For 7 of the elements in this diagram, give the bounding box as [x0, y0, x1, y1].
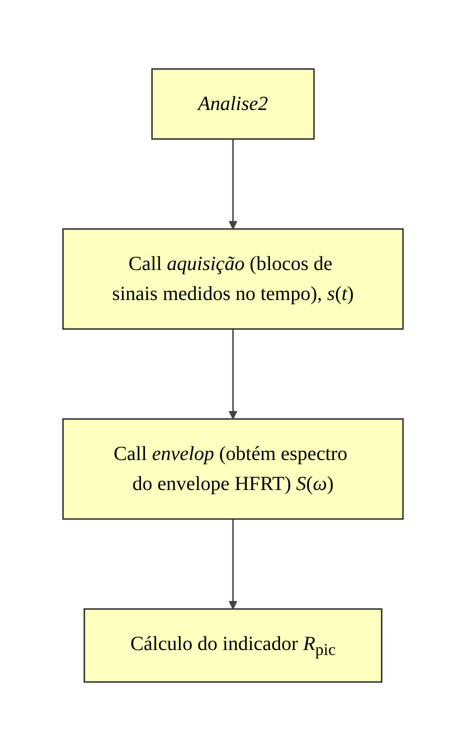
- arrow: [228, 329, 238, 420]
- node-box: Cálculo do indicador R$_{pic}$: [84, 608, 382, 683]
- node-box: Call aquisição (blocos de sinais medidos no tempo), s(t): [62, 228, 404, 330]
- arrow: [228, 139, 238, 230]
- arrow: [228, 519, 238, 610]
- node-box: Analise2: [151, 68, 315, 140]
- node-box: Call envelop (obtém espectro do envelope HFRT) S(ω): [62, 418, 404, 520]
